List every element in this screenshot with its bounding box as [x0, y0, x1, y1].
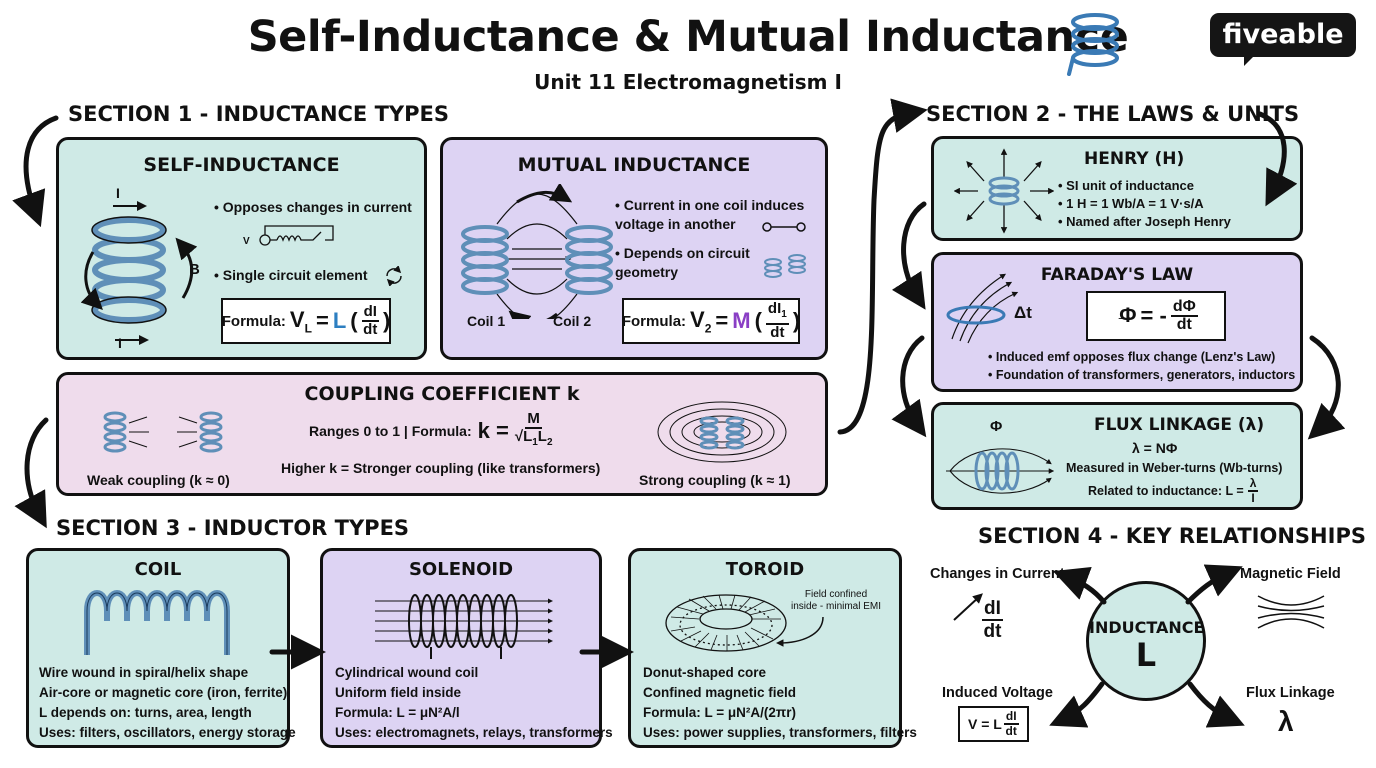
flux-linkage-formula: λ = NΦ — [1132, 440, 1178, 456]
self-bullet-2: Single circuit element — [214, 266, 368, 285]
cycle-icon — [386, 266, 402, 286]
self-bullet-1: Opposes changes in current — [214, 198, 412, 217]
flux-linkage-title: FLUX LINKAGE (λ) — [1094, 415, 1265, 435]
toroid-line-2: Confined magnetic field — [643, 685, 797, 700]
faraday-bullet-1: Induced emf opposes flux change (Lenz's … — [988, 348, 1275, 367]
faraday-title: FARADAY'S LAW — [1040, 265, 1194, 285]
weak-coupling-label: Weak coupling (k ≈ 0) — [87, 472, 230, 488]
toroid-title: TOROID — [725, 559, 805, 580]
coupling-title: COUPLING COEFFICIENT k — [304, 383, 580, 405]
rel-changes-label: Changes in Current — [930, 566, 1065, 582]
page-subtitle: Unit 11 Electromagnetism I — [534, 70, 842, 94]
solenoid-line-2: Uniform field inside — [335, 685, 462, 700]
coil1-label: Coil 1 — [467, 313, 506, 329]
coil-line-4: Uses: filters, oscillators, energy stora… — [39, 725, 296, 740]
toroid-line-3: Formula: L = μN²A/(2πr) — [643, 705, 796, 720]
self-current-top-label: I — [116, 185, 120, 201]
section1-heading: SECTION 1 - INDUCTANCE TYPES — [68, 102, 449, 126]
strong-coupling-diagram — [657, 401, 787, 463]
self-inductance-title: SELF-INDUCTANCE — [143, 154, 340, 176]
coupled-coils-icon — [764, 254, 806, 278]
flux-loop-icon — [946, 273, 1019, 344]
faraday-dt-label: Δt — [1014, 303, 1032, 322]
rel-induced-label: Induced Voltage — [942, 685, 1053, 701]
weak-coupling-diagram — [103, 411, 223, 453]
henry-title: HENRY (H) — [1084, 149, 1185, 169]
solenoid-title: SOLENOID — [408, 559, 514, 580]
coil-spiral-icon — [84, 590, 230, 655]
solenoid-card: SOLENOID Cylindrical wound coil Uniform … — [320, 548, 613, 748]
coil-card: COIL Wire wound in spiral/helix shape Ai… — [26, 548, 296, 748]
inductance-hub-label: INDUCTANCE — [1089, 618, 1205, 637]
flux-linkage-card: Φ FLUX LINKAGE (λ) λ = NΦ Measured in We… — [931, 402, 1303, 510]
rel-flux-label: Flux Linkage — [1246, 685, 1335, 701]
henry-bullet-3: Named after Joseph Henry — [1058, 212, 1231, 231]
inductance-hub: INDUCTANCE L — [1086, 581, 1206, 701]
coil-title: COIL — [134, 559, 182, 580]
solenoid-line-4: Uses: electromagnets, relays, transforme… — [335, 725, 613, 740]
coupling-coefficient-card: COUPLING COEFFICIENT k Weak coupling (k … — [56, 372, 828, 496]
brand-logo[interactable]: fiveable — [1210, 13, 1356, 57]
coil-line-3: L depends on: turns, area, length — [39, 705, 252, 720]
henry-coil-icon — [954, 148, 1054, 234]
rel-magnetic-label: Magnetic Field — [1240, 566, 1341, 582]
section4-heading: SECTION 4 - KEY RELATIONSHIPS — [978, 524, 1366, 548]
spring-coil-icon — [1067, 13, 1119, 76]
circuit-icon — [259, 225, 334, 246]
rising-arrow-icon — [953, 593, 983, 621]
self-inductance-card: SELF-INDUCTANCE I I B Opposes changes in… — [56, 137, 427, 360]
henry-card: HENRY (H) SI unit of inductance 1 H = 1 … — [931, 136, 1303, 241]
coupling-note: Higher k = Stronger coupling (like trans… — [281, 460, 601, 476]
henry-bullet-2: 1 H = 1 Wb/A = 1 V·s/A — [1058, 194, 1204, 213]
faraday-bullet-2: Foundation of transformers, generators, … — [988, 366, 1295, 385]
self-voltage-label: V — [243, 236, 250, 247]
magnetic-field-icon — [1257, 595, 1325, 629]
coil2-label: Coil 2 — [553, 313, 592, 329]
mutual-inductance-card: MUTUAL INDUCTANCE Coil 1 Coil 2 Current … — [440, 137, 828, 360]
coupling-formula: Ranges 0 to 1 | Formula: k = M√L1L2 — [309, 410, 553, 449]
self-coil-diagram — [80, 201, 198, 345]
mutual-inductance-title: MUTUAL INDUCTANCE — [517, 154, 751, 176]
solenoid-line-1: Cylindrical wound coil — [335, 665, 479, 680]
flux-linkage-coil-icon — [946, 448, 1055, 494]
coil-line-1: Wire wound in spiral/helix shape — [39, 665, 249, 680]
mutual-bullet-1: Current in one coil induces voltage in a… — [615, 196, 815, 234]
toroid-icon — [665, 594, 787, 652]
toroid-line-1: Donut-shaped core — [643, 665, 767, 680]
coil-line-2: Air-core or magnetic core (iron, ferrite… — [39, 685, 288, 700]
mutual-bullet-2: Depends on circuit geometry — [615, 244, 765, 282]
mutual-coils-diagram — [461, 184, 613, 319]
strong-coupling-label: Strong coupling (k ≈ 1) — [639, 472, 791, 488]
self-current-bottom-label: I — [118, 335, 122, 351]
inductance-hub-symbol: L — [1135, 636, 1157, 674]
solenoid-icon — [375, 594, 553, 659]
section2-heading: SECTION 2 - THE LAWS & UNITS — [926, 102, 1300, 126]
flux-phi-symbol: Φ — [990, 418, 1003, 435]
callout-arrow — [776, 616, 824, 647]
section3-heading: SECTION 3 - INDUCTOR TYPES — [56, 516, 410, 540]
brand-logo-tail — [1244, 54, 1256, 66]
toroid-line-4: Uses: power supplies, transformers, filt… — [643, 725, 917, 740]
henry-bullet-1: SI unit of inductance — [1058, 176, 1194, 195]
page-title: Self-Inductance & Mutual Inductance — [247, 12, 1129, 62]
solenoid-line-3: Formula: L = μN²A/l — [335, 705, 460, 720]
link-icon — [762, 222, 806, 232]
flux-linkage-measured: Measured in Weber-turns (Wb-turns) — [1066, 461, 1283, 475]
self-field-label: B — [189, 261, 200, 278]
rel-flux-symbol: λ — [1278, 706, 1294, 737]
